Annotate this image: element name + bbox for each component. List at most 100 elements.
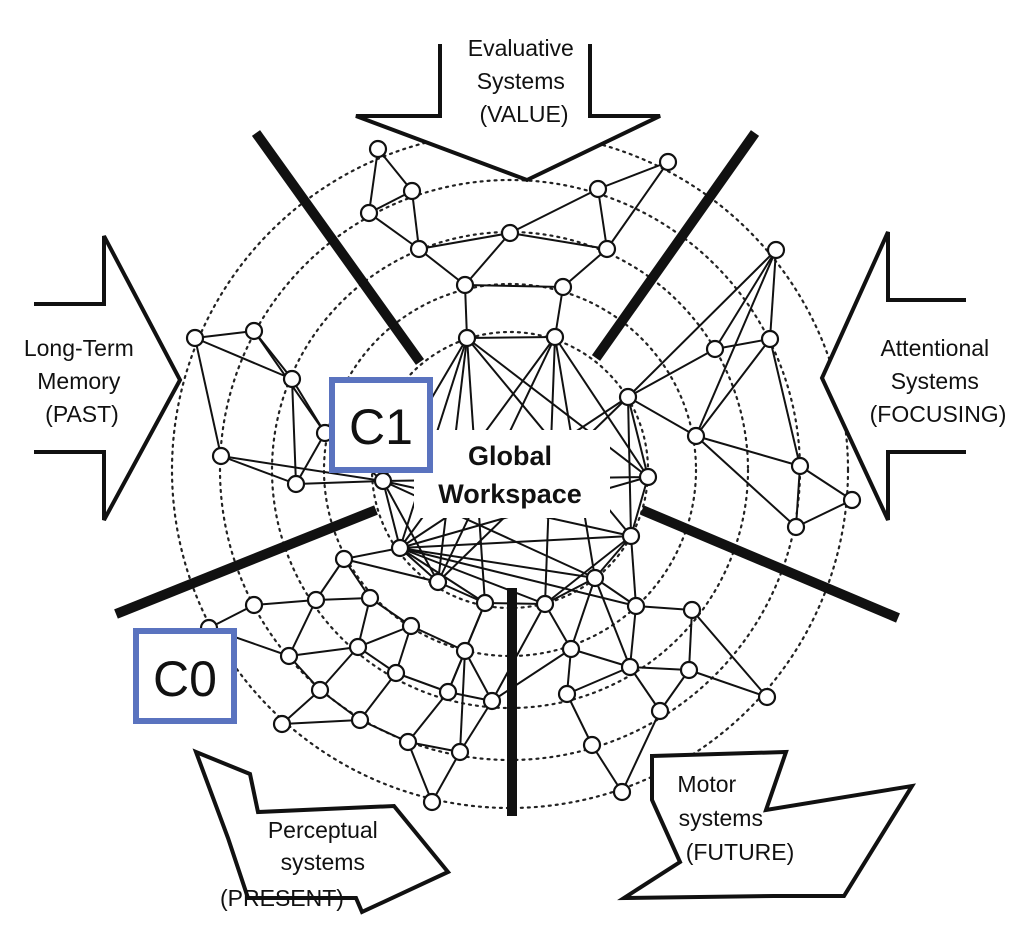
network-edge [368,212,420,250]
network-nodes [185,139,862,812]
network-edge [594,577,631,668]
network-edge [597,188,608,250]
system-labels: Evaluative Systems (VALUE) Long-Term Mem… [24,35,1007,911]
network-edge [597,161,669,190]
network-node [679,660,699,680]
network-edge [464,232,511,286]
network-node [842,490,862,510]
network-edge [566,693,593,746]
network-node [786,517,806,537]
network-node [244,595,264,615]
network-node [457,328,477,348]
network-edge [688,609,693,671]
network-edge [359,672,397,721]
c0-box-frame [133,628,237,724]
network-edge [399,547,637,607]
network-edge [407,741,433,803]
network-node [760,329,780,349]
network-node [272,714,292,734]
ring-2 [322,282,698,658]
network-node [682,600,702,620]
network-edge [688,669,768,698]
global-workspace-line2: Workspace [438,479,582,509]
network-node [373,471,393,491]
system-arrows [34,44,966,915]
global-workspace-backdrop [414,430,610,518]
network-node [545,327,565,347]
network-edge [621,710,661,793]
network-edge [769,249,777,340]
network-node [428,572,448,592]
network-node [535,594,555,614]
network-edge [281,719,361,725]
network-edge [695,249,777,437]
network-node [185,328,205,348]
network-edge [343,547,401,560]
network-node [279,646,299,666]
network-edge [411,190,420,250]
global-workspace-line1: Global [468,441,552,471]
network-node [650,701,670,721]
network-edge [466,336,556,339]
network-node [790,456,810,476]
network-edge [459,650,466,753]
network-node [350,710,370,730]
network-edge [357,625,412,648]
network-edge [799,465,853,501]
network-node [334,549,354,569]
network-edge [491,648,572,702]
network-node [585,568,605,588]
network-node [348,637,368,657]
network-node [360,588,380,608]
long-term-memory-label: Long-Term Memory (PAST) [24,335,140,427]
network-edge [491,603,546,702]
perceptual-label: Perceptual systems (PRESENT) [220,817,384,911]
network-edge [194,337,293,380]
network-edge [695,435,801,467]
network-node [475,593,495,613]
network-edge [509,188,599,234]
network-node [766,240,786,260]
network-node [450,742,470,762]
network-node [553,277,573,297]
network-node [618,387,638,407]
network-node [422,792,442,812]
network-edge [591,744,623,793]
network-edge [570,577,596,650]
network-edge [544,577,596,605]
network-edge [319,646,359,691]
network-edge [627,249,777,398]
network-edge [382,480,439,583]
network-edge [418,232,511,250]
network-edge [691,609,768,698]
motor-arrow [617,749,917,901]
network-node [401,616,421,636]
perceptual-arrow-shape [192,748,452,915]
network-node [359,203,379,223]
network-edge [627,396,649,478]
network-edge [407,691,449,743]
network-edge [399,547,596,579]
network-edge [695,338,771,437]
global-workspace-label: Global Workspace [414,430,610,518]
network-edge [220,455,384,482]
attentional-label: Attentional Systems (FOCUSING) [870,335,1007,427]
network-node [390,538,410,558]
network-edge [410,625,466,652]
network-edge [295,432,326,485]
network-node [612,782,632,802]
divider-top-right [591,130,760,361]
c1-label: C1 [349,399,413,455]
long-term-memory-arrow [34,235,183,521]
network-edge [554,336,649,478]
motor-label: Motor systems (FUTURE) [677,771,794,865]
network-edge [288,646,359,657]
network-edge [627,396,632,537]
network-edge [220,455,297,485]
network-node [597,239,617,259]
network-edge [194,330,255,339]
network-edge [769,338,801,467]
network-edge [630,476,649,537]
